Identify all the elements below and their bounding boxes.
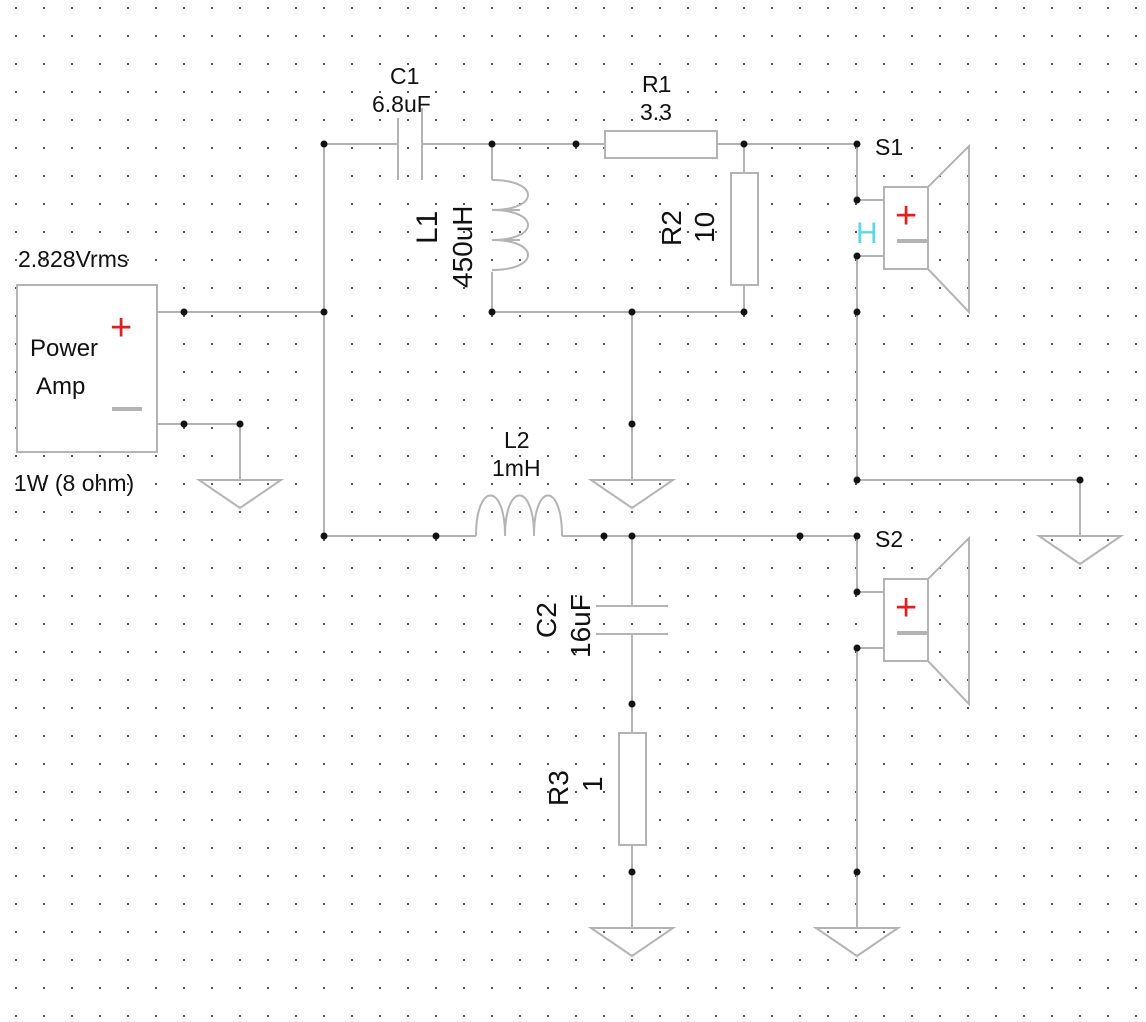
junction-node: [853, 196, 861, 204]
junction-node: [180, 420, 188, 428]
junction-node: [320, 140, 328, 148]
junction-node: [853, 476, 861, 484]
junction-node: [432, 532, 440, 540]
r3-ref: R3: [543, 770, 574, 806]
s1-plus-symbol: +: [895, 195, 917, 237]
r3-value: 1: [577, 776, 608, 792]
amp-power-label: 1W (8 ohm): [14, 470, 134, 496]
s2-minus-symbol: [897, 631, 927, 635]
inductor-l1[interactable]: L1 450uH: [411, 179, 529, 288]
s1-minus-symbol: [897, 239, 927, 243]
junction-node: [853, 588, 861, 596]
s2-plus-symbol: +: [895, 587, 917, 629]
r1-value: 3.3: [640, 99, 672, 125]
amp-minus-symbol: [112, 407, 142, 411]
c1-value: 6.8uF: [372, 91, 431, 117]
speaker-s1[interactable]: S1 + H: [856, 134, 970, 315]
junction-node: [853, 308, 861, 316]
junction-node: [628, 420, 636, 428]
junction-node: [600, 532, 608, 540]
junction-node: [488, 308, 496, 316]
ground-icon: [587, 479, 677, 510]
ground-icon: [1035, 535, 1125, 566]
ground-icon: [587, 927, 677, 958]
junction-node: [180, 308, 188, 316]
junction-node: [740, 140, 748, 148]
junction-node: [320, 532, 328, 540]
junction-node: [628, 868, 636, 876]
l2-value: 1mH: [492, 455, 541, 481]
junction-node: [572, 140, 580, 148]
l1-ref: L1: [411, 211, 444, 244]
junction-node: [796, 532, 804, 540]
capacitor-c2[interactable]: C2 16uF: [531, 594, 668, 658]
junction-node: [488, 140, 496, 148]
r2-value: 10: [689, 212, 720, 243]
inductor-l2[interactable]: L2 1mH: [475, 427, 563, 537]
speaker-s2[interactable]: S2 +: [875, 526, 970, 707]
junction-nodes: [180, 140, 1084, 876]
junction-node: [740, 308, 748, 316]
amp-label-line1: Power: [30, 335, 98, 362]
junction-node: [628, 308, 636, 316]
r2-ref: R2: [656, 210, 687, 246]
capacitor-c1[interactable]: C1 6.8uF: [372, 63, 431, 180]
c2-ref: C2: [531, 602, 562, 638]
junction-node: [853, 252, 861, 260]
junction-node: [1076, 476, 1084, 484]
s1-ref: S1: [875, 134, 903, 160]
resistor-r1[interactable]: R1 3.3: [604, 71, 718, 159]
c1-ref: C1: [390, 63, 419, 89]
amp-plus-symbol: +: [110, 307, 132, 349]
resistor-r2[interactable]: R2 10: [656, 172, 759, 286]
junction-node: [853, 868, 861, 876]
l1-value: 450uH: [447, 205, 478, 288]
junction-node: [853, 644, 861, 652]
amp-voltage-label: 2.828Vrms: [18, 246, 128, 272]
s1-tweeter-marker: H: [856, 217, 878, 250]
ground-icon: [195, 479, 285, 510]
junction-node: [628, 532, 636, 540]
junction-node: [628, 700, 636, 708]
junction-node: [236, 420, 244, 428]
ground-icon: [812, 927, 902, 958]
r1-ref: R1: [642, 71, 671, 97]
junction-node: [853, 532, 861, 540]
resistor-r3[interactable]: R3 1: [543, 732, 647, 846]
amp-label-line2: Amp: [36, 373, 85, 400]
junction-node: [853, 140, 861, 148]
power-amp[interactable]: Power Amp + 2.828Vrms 1W (8 ohm): [14, 246, 158, 496]
junction-node: [320, 308, 328, 316]
c2-value: 16uF: [565, 594, 596, 658]
s2-ref: S2: [875, 526, 903, 552]
l2-ref: L2: [504, 427, 530, 453]
